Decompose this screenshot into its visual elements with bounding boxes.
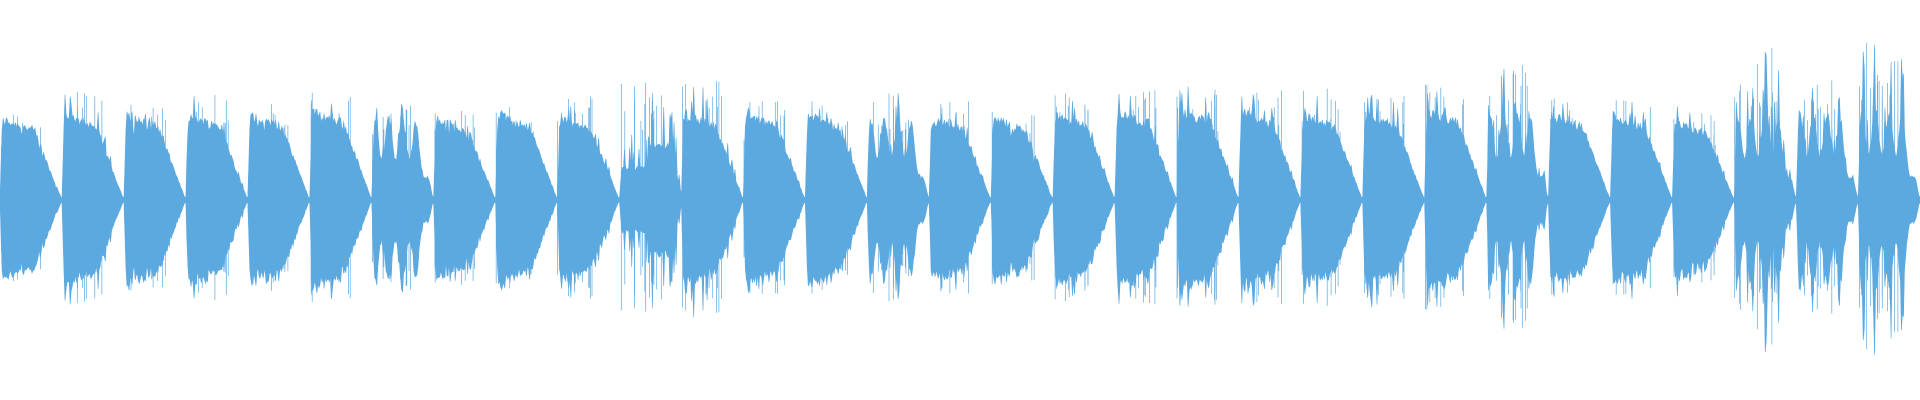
waveform-segment	[0, 114, 63, 282]
waveform-envelope	[309, 103, 372, 300]
waveform-segment	[1671, 106, 1735, 297]
waveform-segment	[123, 104, 187, 291]
waveform-segment	[1857, 43, 1920, 355]
waveform-segment	[433, 110, 496, 285]
waveform-segment	[495, 107, 558, 291]
waveform-segment	[619, 82, 682, 312]
waveform-envelope	[123, 111, 187, 291]
waveform-segment	[1052, 93, 1116, 302]
waveform-segment	[309, 92, 372, 302]
waveform-segment	[1362, 95, 1425, 308]
waveform-envelope	[1671, 106, 1735, 297]
waveform-segment	[1733, 48, 1797, 353]
waveform-segment	[1114, 90, 1178, 305]
waveform-segment	[557, 96, 620, 299]
waveform-segment	[1238, 90, 1301, 306]
waveform-segment	[1795, 80, 1859, 314]
waveform-segment	[1548, 98, 1611, 297]
waveform-segment	[1300, 88, 1363, 306]
waveform-segment	[1424, 84, 1487, 310]
waveform-envelope	[866, 92, 930, 300]
waveform-envelope	[0, 117, 63, 280]
waveform-segment	[680, 81, 744, 318]
waveform-segment	[61, 91, 125, 305]
waveform-segment	[1486, 65, 1549, 329]
waveform-segment	[742, 101, 806, 294]
waveform-envelope	[247, 112, 310, 287]
waveform-envelope	[1362, 95, 1425, 308]
waveform-segment	[1176, 86, 1239, 307]
waveform-segment	[866, 92, 930, 302]
waveform-segment	[247, 104, 310, 291]
waveform-segment	[990, 111, 1054, 285]
waveform-envelope	[680, 86, 744, 318]
waveform-envelope	[1176, 86, 1239, 307]
waveform-envelope	[1424, 91, 1487, 307]
waveform-segment	[928, 101, 992, 294]
waveform-envelope	[1052, 100, 1116, 296]
waveform-segment	[804, 101, 868, 294]
waveform-segment	[371, 104, 434, 293]
waveform-segment	[185, 95, 248, 300]
waveform-envelope	[928, 112, 992, 291]
waveform-envelope	[433, 115, 496, 282]
waveform-envelope	[1733, 51, 1797, 353]
